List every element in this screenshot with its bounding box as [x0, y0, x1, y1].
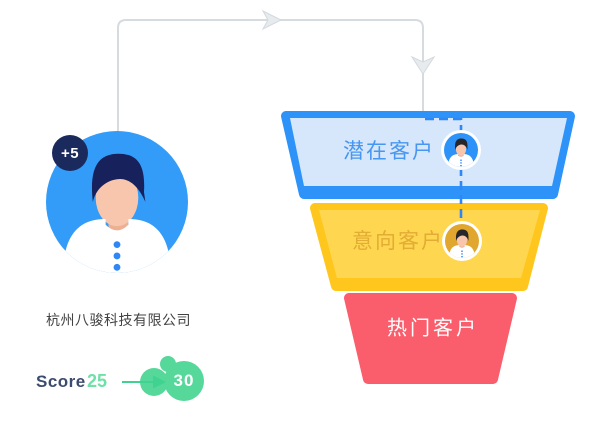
flow-arrow-right-icon: [261, 9, 283, 31]
score-arrow-icon: [122, 375, 166, 389]
funnel-stage-potential-fill: [290, 118, 567, 186]
person-icon: [449, 229, 475, 258]
person-icon: [448, 138, 474, 167]
dashed-drop-line: [425, 117, 463, 230]
score-new-value: 30: [173, 371, 195, 390]
score-delta-badge: +5: [52, 135, 88, 171]
funnel-label-potential: 潜在客户: [343, 140, 435, 163]
stage-avatar-potential: [441, 130, 481, 170]
company-name-label: 杭州八骏科技有限公司: [46, 312, 191, 328]
flow-arrow-down-icon: [410, 55, 436, 75]
score-label: Score: [36, 372, 86, 391]
funnel-stage-intent-shape: [310, 203, 548, 291]
funnel-label-hot: 热门客户: [387, 317, 479, 340]
stage-avatar-intent: [442, 221, 482, 261]
funnel-stage-hot-shape: [344, 293, 517, 384]
funnel-stage-potential-shape: [281, 111, 575, 199]
funnel-stage-intent-fill: [319, 210, 540, 278]
score-previous-value: 25: [87, 371, 108, 391]
funnel-label-intent: 意向客户: [352, 230, 444, 253]
